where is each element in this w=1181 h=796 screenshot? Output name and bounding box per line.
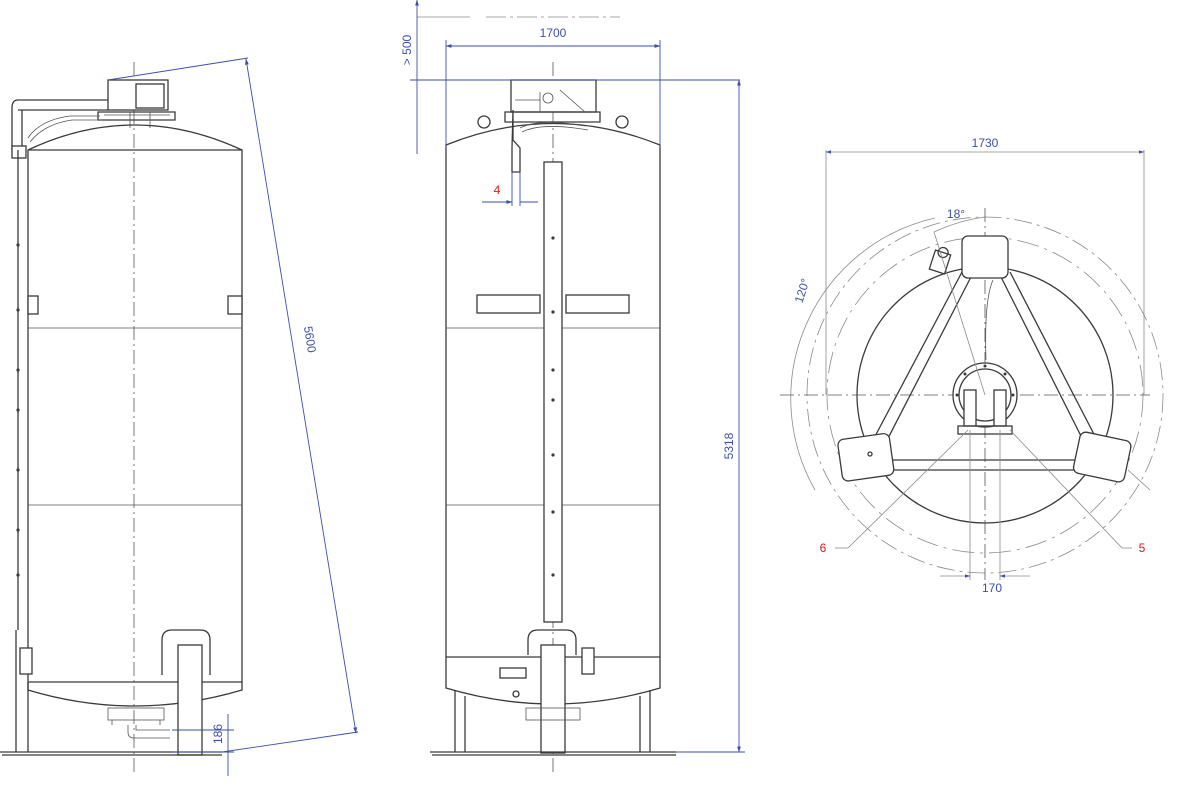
dimension-170: 170: [982, 581, 1002, 595]
angle-18: 18°: [947, 207, 965, 221]
dimension-angle-18: 18°: [933, 207, 986, 396]
dimension-1700: 1700: [540, 26, 567, 40]
dimension-5318: 5318: [722, 432, 736, 459]
dimension-clearance: > 500: [400, 0, 740, 154]
plan-view: [780, 208, 1164, 580]
dimension-diameter-1730: 1730: [825, 136, 1145, 395]
dimension-bottom-offset: 186: [172, 714, 234, 776]
callout-label-5: 5: [1139, 541, 1146, 555]
dimension-clearance-500: > 500: [400, 34, 414, 65]
callout-6: 6: [820, 429, 969, 555]
side-view: [0, 62, 243, 775]
dimension-diagonal: 5600: [107, 57, 359, 753]
callout-label-6: 6: [820, 541, 827, 555]
front-view: [430, 62, 676, 775]
angle-120: 120°: [792, 277, 813, 305]
dimension-width-1700: 1700: [445, 26, 661, 148]
dimension-5600: 5600: [301, 325, 319, 354]
callout-5: 5: [1009, 429, 1151, 555]
callout-label-4: 4: [494, 183, 501, 197]
callout-4: 4: [482, 172, 538, 206]
dimension-1730: 1730: [972, 136, 999, 150]
dimension-height-5318: 5318: [676, 79, 745, 753]
dimension-186: 186: [211, 724, 225, 744]
dimension-spacing-170: 170: [940, 430, 1030, 595]
